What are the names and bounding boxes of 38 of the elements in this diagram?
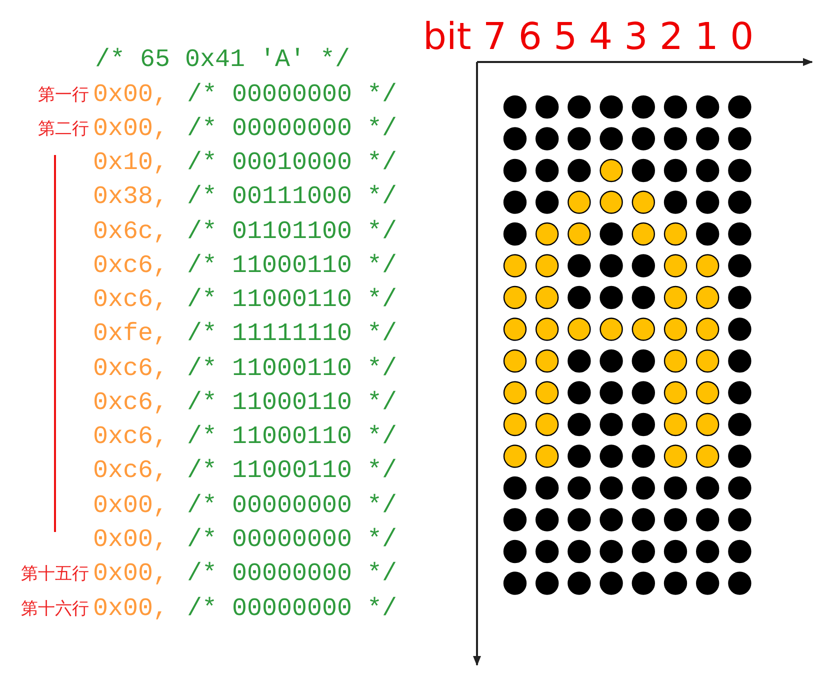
hex-value: 0xc6, xyxy=(93,390,168,415)
hex-value: 0x00, xyxy=(93,527,168,552)
hex-value: 0xc6, xyxy=(93,424,168,450)
code-comment: /* 00000000 */ xyxy=(187,116,398,141)
hex-value: 0x6c, xyxy=(93,218,168,244)
bit-index-label: bit 7 6 5 4 3 2 1 0 xyxy=(423,18,754,54)
hex-value: 0x00, xyxy=(93,596,168,621)
code-comment: /* 01101100 */ xyxy=(187,218,398,244)
code-comment: /* 11000110 */ xyxy=(187,390,398,415)
hex-value: 0x00, xyxy=(93,492,168,518)
code-comment: /* 00000000 */ xyxy=(187,527,398,552)
hex-value: 0xfe, xyxy=(93,321,168,346)
code-comment: /* 00000000 */ xyxy=(187,492,398,518)
hex-value: 0x00, xyxy=(93,82,168,106)
code-comment: /* 11000110 */ xyxy=(187,252,398,278)
hex-value: 0x00, xyxy=(93,116,168,141)
code-comment: /* 00000000 */ xyxy=(187,561,398,586)
hex-value: 0x38, xyxy=(93,184,168,210)
hex-value: 0x00, xyxy=(93,561,168,586)
row-label: 第一行 xyxy=(38,86,89,104)
code-comment: /* 11000110 */ xyxy=(187,458,398,484)
row-label: 第十六行 xyxy=(21,600,89,618)
code-comment: /* 11000110 */ xyxy=(187,287,398,312)
row-label: 第十五行 xyxy=(21,566,89,584)
code-comment: /* 00000000 */ xyxy=(187,82,398,106)
hex-value: 0x10, xyxy=(93,150,168,176)
hex-value: 0xc6, xyxy=(93,252,168,278)
code-comment: /* 00000000 */ xyxy=(187,596,398,621)
code-comment: /* 00111000 */ xyxy=(187,184,398,210)
hex-value: 0xc6, xyxy=(93,287,168,312)
hex-value: 0xc6, xyxy=(93,458,168,484)
hex-value: 0xc6, xyxy=(93,356,168,381)
row-label: 第二行 xyxy=(38,120,89,138)
code-comment: /* 11000110 */ xyxy=(187,356,398,381)
code-comment: /* 00010000 */ xyxy=(187,150,398,176)
code-comment: /* 11000110 */ xyxy=(187,424,398,450)
code-comment: /* 11111110 */ xyxy=(187,321,398,346)
code-comment: /* 65 0x41 'A' */ xyxy=(95,46,350,72)
